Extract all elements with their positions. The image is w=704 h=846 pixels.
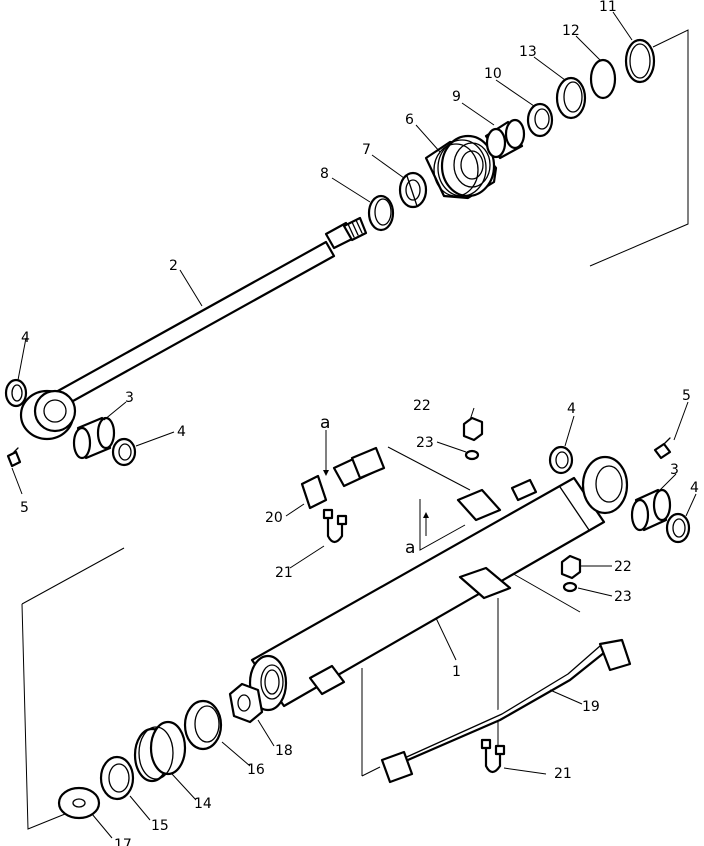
cylinder-tube — [248, 455, 629, 712]
callout-labels: 11 12 13 10 9 6 7 8 2 4 3 4 5 22 23 4 5 … — [20, 0, 699, 846]
washer-a — [464, 449, 480, 461]
reference-labels: a a — [320, 413, 415, 558]
wear-ring — [99, 755, 135, 801]
piston-ring — [183, 699, 223, 751]
leader-lines — [11, 11, 697, 839]
cylinder-head — [424, 134, 498, 200]
callout-1: 1 — [452, 664, 461, 680]
callout-3-tube: 3 — [670, 462, 679, 478]
callout-17: 17 — [114, 837, 132, 846]
callout-12: 12 — [562, 23, 580, 39]
callout-22-bottom: 22 — [614, 559, 632, 575]
callout-10: 10 — [484, 66, 502, 82]
backup-ring — [555, 76, 587, 120]
callout-11: 11 — [599, 0, 617, 15]
dust-seal-left — [4, 378, 28, 408]
washer-b — [562, 581, 578, 593]
dust-seal-right-a — [548, 445, 574, 475]
grease-fitting-left — [6, 447, 22, 468]
hydraulic-pipe — [380, 638, 632, 784]
nut-a — [462, 416, 484, 442]
callout-6: 6 — [405, 112, 414, 128]
callout-14: 14 — [194, 796, 212, 812]
u-bolt-left — [322, 508, 348, 544]
piston-nut — [228, 682, 264, 724]
callout-4-rod-a: 4 — [21, 330, 30, 346]
bushing — [484, 118, 526, 160]
callout-21-left: 21 — [275, 565, 293, 581]
snap-ring — [367, 194, 395, 232]
rod-bearing — [398, 171, 428, 209]
rod-end-bushing — [72, 416, 116, 460]
callout-2: 2 — [169, 258, 178, 274]
ref-a-middle: a — [405, 538, 415, 558]
callout-5-right: 5 — [682, 388, 691, 404]
o-ring — [589, 58, 617, 100]
callout-3-rod: 3 — [125, 390, 134, 406]
callout-19: 19 — [582, 699, 600, 715]
callout-4-rod-b: 4 — [177, 424, 186, 440]
callout-23-bottom: 23 — [614, 589, 632, 605]
callout-23-top: 23 — [416, 435, 434, 451]
piston-rod — [19, 216, 368, 441]
u-bolt-right — [480, 738, 506, 774]
callout-18: 18 — [275, 743, 293, 759]
callout-7: 7 — [362, 142, 371, 158]
callout-4-tube-b: 4 — [690, 480, 699, 496]
dust-seal — [624, 38, 656, 84]
bottom-bushing — [630, 488, 672, 532]
bearing-ring — [526, 102, 554, 138]
dust-seal-right-b — [665, 512, 691, 544]
callout-8: 8 — [320, 166, 329, 182]
callout-15: 15 — [151, 818, 169, 834]
callout-22-top: 22 — [413, 398, 431, 414]
assembly-frame-lines — [21, 29, 689, 830]
ref-a-top: a — [320, 413, 330, 433]
callout-21-right: 21 — [554, 766, 572, 782]
elbow-fitting — [300, 446, 386, 510]
piston — [133, 720, 187, 783]
callout-4-tube-a: 4 — [567, 401, 576, 417]
callout-20: 20 — [265, 510, 283, 526]
nut-b — [560, 554, 582, 580]
callout-9: 9 — [452, 89, 461, 105]
dust-seal-rod — [111, 437, 137, 467]
callout-13: 13 — [519, 44, 537, 60]
callout-16: 16 — [247, 762, 265, 778]
callout-5-left: 5 — [20, 500, 29, 516]
grease-fitting-right — [653, 437, 672, 460]
end-washer — [57, 786, 101, 820]
